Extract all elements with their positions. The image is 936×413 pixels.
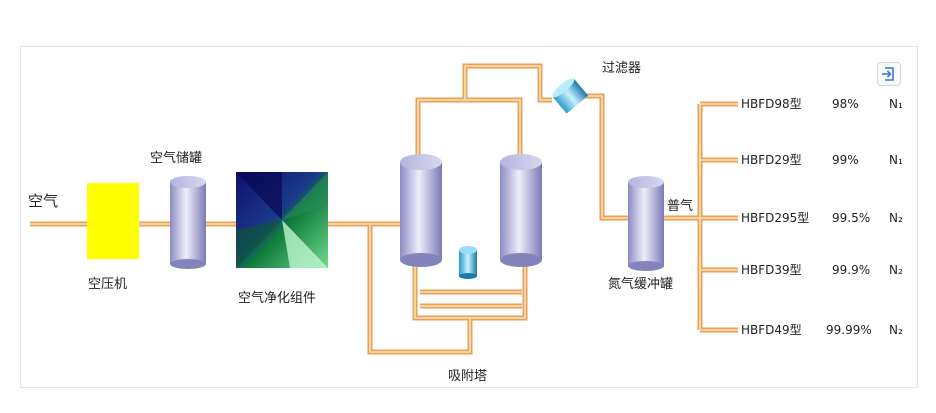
product-row: HBFD29型 99% N₁: [741, 153, 903, 167]
product-model: HBFD49型: [741, 323, 802, 337]
adsorption-tower-left: [400, 154, 442, 267]
product-gas: N₁: [889, 153, 903, 167]
product-gas: N₂: [889, 263, 903, 277]
purifier-label: 空气净化组件: [238, 290, 316, 306]
air-purification-unit: [236, 172, 328, 268]
product-gas: N₁: [889, 97, 903, 111]
small-cyan-cylinder: [459, 246, 477, 279]
air-compressor-block: [87, 183, 139, 259]
product-list: HBFD98型 98% N₁ HBFD29型 99% N₁ HBFD295型 9…: [741, 97, 903, 337]
product-gas: N₂: [889, 323, 903, 337]
product-model: HBFD295型: [741, 211, 809, 225]
air-tank-label: 空气储罐: [150, 150, 202, 166]
product-model: HBFD98型: [741, 97, 802, 111]
product-row: HBFD295型 99.5% N₂: [741, 211, 903, 225]
exit-arrow-icon: [882, 67, 894, 81]
product-purity: 99.9%: [832, 263, 870, 277]
export-button[interactable]: [877, 62, 901, 86]
product-row: HBFD49型 99.99% N₂: [741, 323, 903, 337]
nitrogen-buffer-tank: [628, 176, 664, 271]
air-label: 空气: [28, 192, 58, 210]
adsorber-label: 吸附塔: [448, 369, 487, 384]
product-purity: 98%: [832, 97, 859, 111]
product-purity: 99%: [832, 153, 859, 167]
product-purity: 99.5%: [832, 211, 870, 225]
general-gas-label: 普气: [667, 198, 693, 214]
product-row: HBFD39型 99.9% N₂: [741, 263, 903, 277]
filter-label: 过滤器: [602, 61, 641, 76]
product-model: HBFD39型: [741, 263, 802, 277]
compressor-label: 空压机: [88, 277, 127, 292]
filter-unit: [552, 78, 589, 114]
adsorption-tower-right: [500, 154, 542, 267]
product-model: HBFD29型: [741, 153, 802, 167]
buffer-tank-label: 氮气缓冲罐: [608, 276, 673, 292]
product-gas: N₂: [889, 211, 903, 225]
product-row: HBFD98型 98% N₁: [741, 97, 903, 111]
air-storage-tank: [170, 176, 206, 269]
product-purity: 99.99%: [826, 323, 872, 337]
